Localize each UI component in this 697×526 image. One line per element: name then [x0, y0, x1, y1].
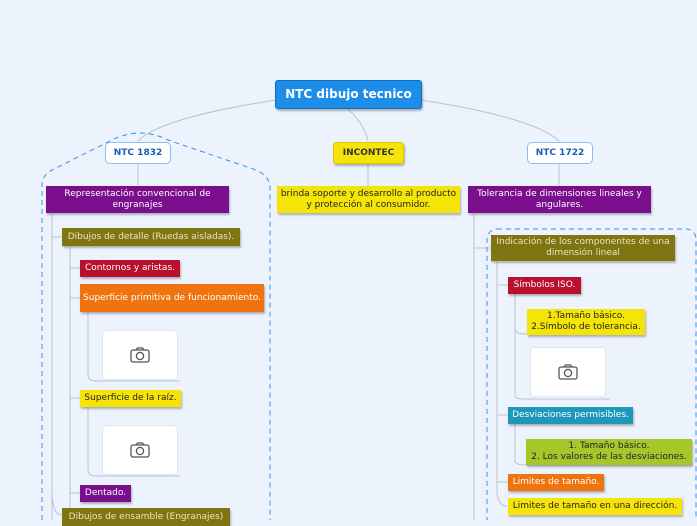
root-topic[interactable]: NTC dibujo tecnico [275, 80, 422, 109]
topic-dibujos-detalle[interactable]: Dibujos de detalle (Ruedas aisladas). [62, 228, 240, 246]
topic-dibujos-ensamble[interactable]: Dibujos de ensamble (Engranajes) [62, 508, 230, 526]
topic-simbolos-iso[interactable]: Símbolos ISO. [508, 277, 581, 294]
topic-superficie-raiz[interactable]: Superficie de la raíz. [80, 390, 181, 407]
image-placeholder[interactable] [102, 330, 178, 380]
topic-ntc-1832[interactable]: NTC 1832 [105, 142, 171, 164]
topic-dentado[interactable]: Dentado. [80, 485, 131, 502]
topic-incontec-descripcion[interactable]: brinda soporte y desarrollo al producto … [277, 186, 460, 213]
topic-superficie-primitiva[interactable]: Superficie primitiva de funcionamiento. [80, 284, 264, 312]
topic-indicacion-componentes[interactable]: Indicación de los componentes de una dim… [491, 235, 675, 261]
boundary-ntc1832 [41, 132, 271, 520]
camera-icon [130, 347, 150, 363]
topic-limites-direccion[interactable]: Limites de tamaño en una dirección. [508, 498, 682, 515]
topic-incontec[interactable]: INCONTEC [333, 142, 404, 164]
topic-desviaciones-detalle[interactable]: 1. Tamaño básico. 2. Los valores de las … [526, 439, 692, 465]
topic-limites-tamano[interactable]: Limites de tamaño. [508, 474, 604, 491]
image-placeholder[interactable] [102, 425, 178, 475]
topic-simbolos-detalle[interactable]: 1.Tamaño básico. 2.Símbolo de tolerancia… [527, 309, 645, 335]
camera-icon [130, 442, 150, 458]
boundary-indicacion [486, 228, 697, 520]
camera-icon [558, 364, 578, 380]
topic-representacion-engranajes[interactable]: Representación convencional de engranaje… [46, 186, 229, 213]
topic-tolerancia-dimensiones[interactable]: Tolerancia de dimensiones lineales y ang… [468, 186, 651, 213]
topic-ntc-1722[interactable]: NTC 1722 [527, 142, 593, 164]
topic-desviaciones-permisibles[interactable]: Desviaciones permisibles. [508, 407, 633, 424]
topic-contornos-aristas[interactable]: Contornos y aristas. [80, 260, 180, 277]
image-placeholder[interactable] [530, 347, 606, 397]
